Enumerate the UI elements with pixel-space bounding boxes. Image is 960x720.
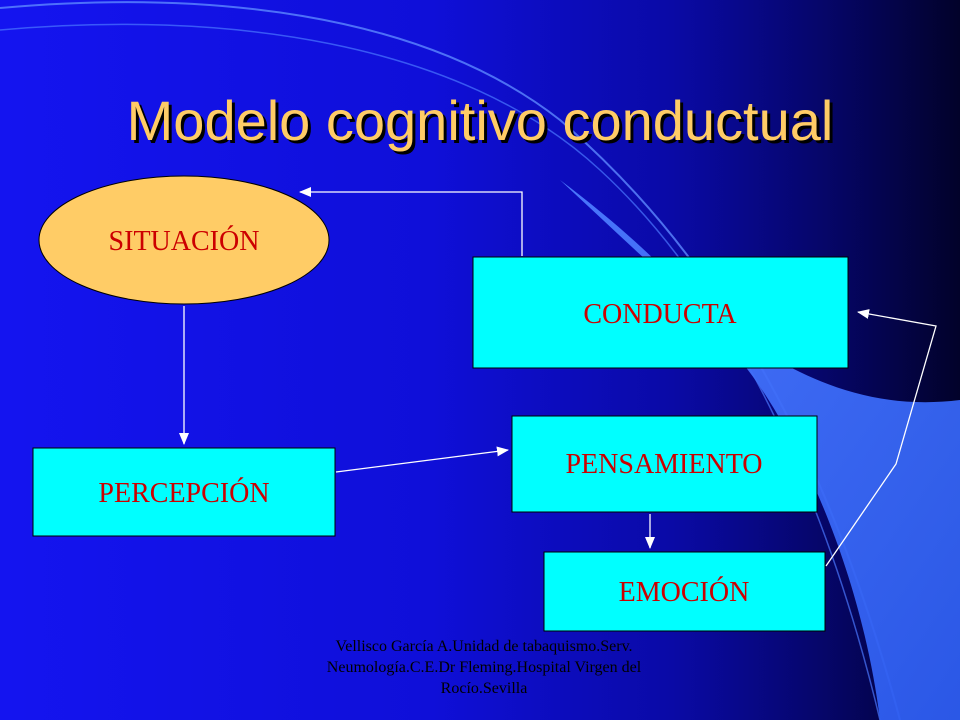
node-percepcion: PERCEPCIÓN [32,447,336,537]
node-emocion: EMOCIÓN [543,551,826,632]
node-percepcion-label: PERCEPCIÓN [98,478,269,509]
node-pensamiento-label: PENSAMIENTO [565,449,762,480]
node-pensamiento-shape [511,415,818,513]
node-situacion: SITUACIÓN [38,175,330,305]
node-situacion-label: SITUACIÓN [109,226,260,257]
node-situacion-shape [38,175,330,305]
edge-conducta-situacion [299,187,523,256]
edge-percepcion-pensamiento [335,446,509,473]
node-conducta: CONDUCTA [472,256,849,369]
footer-credit: Vellisco García A.Unidad de tabaquismo.S… [326,638,642,697]
node-percepcion-shape [32,447,336,537]
edge-emocion-conducta [825,309,937,567]
node-conducta-label: CONDUCTA [583,299,737,330]
slide-title: Modelo cognitivo conductual [126,89,834,152]
node-emocion-shape [543,551,826,632]
swoosh-band [560,180,960,720]
node-emocion-label: EMOCIÓN [619,577,750,608]
node-pensamiento: PENSAMIENTO [511,415,818,513]
node-conducta-shape [472,256,849,369]
